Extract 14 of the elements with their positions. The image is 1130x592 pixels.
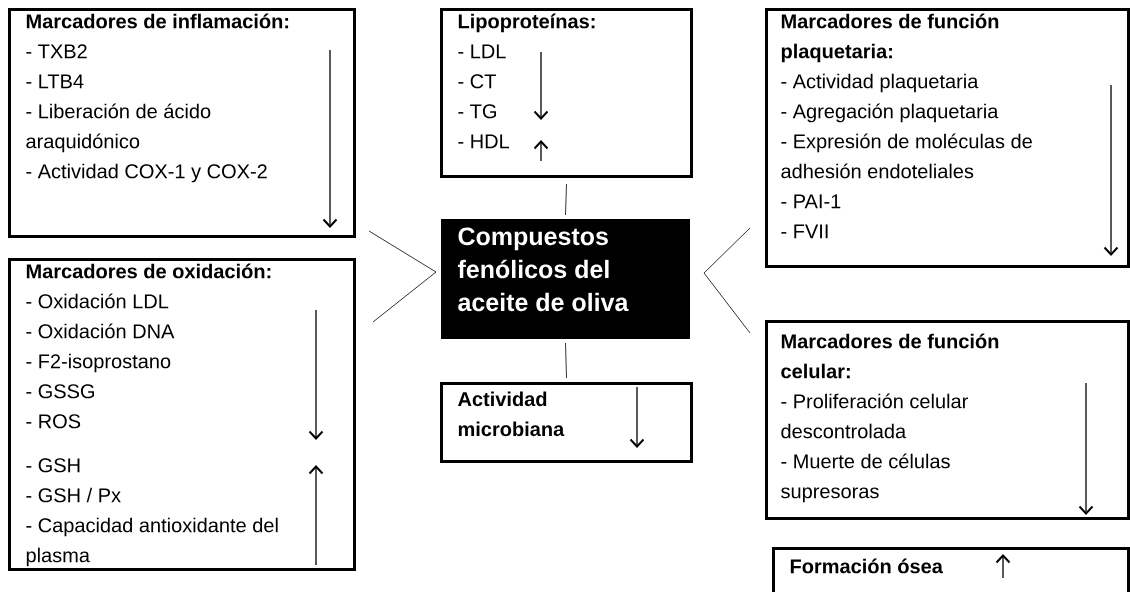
connector-line — [565, 183, 567, 216]
connector-line — [703, 227, 751, 274]
marker-box: Marcadores de función celular: - Proliferación celular descontrolada - Muerte de células supresoras — [765, 320, 1130, 520]
marker-box: Lipoproteínas: - LDL - CT - TG - HDL — [440, 8, 693, 178]
marker-box: Marcadores de inflamación: - TXB2 - LTB4 - Liberación de ácido araquidónico - Actividad COX-1 y COX-2 — [8, 8, 356, 238]
marker-box: Marcadores de oxidación: - Oxidación LDL - Oxidación DNA - F2-isoprostano - GSSG - ROS - GSH - GSH / Px - Capacidad antioxidante del plasma — [8, 258, 356, 571]
connector-line — [703, 272, 751, 334]
marker-box: Marcadores de función plaquetaria: - Actividad plaquetaria - Agregación plaquetaria - Expresión de moléculas de adhesión endoteliales - PAI-1 - FVII — [765, 8, 1130, 268]
connector-line — [565, 342, 567, 379]
central-box: Compuestos fenólicos del aceite de oliva — [441, 219, 690, 339]
connector-line — [372, 271, 437, 323]
connector-line — [368, 230, 437, 273]
marker-box: Formación ósea — [772, 547, 1130, 592]
marker-box: Actividad microbiana — [440, 382, 693, 463]
